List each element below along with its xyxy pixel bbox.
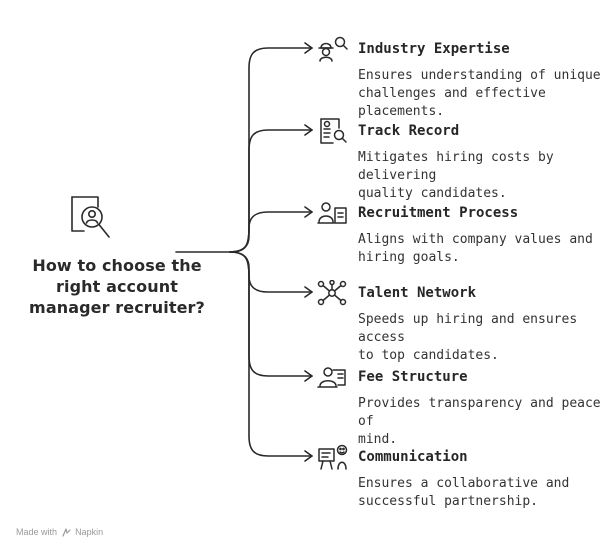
branch-description: Speeds up hiring and ensures access to t…: [358, 312, 578, 363]
connector-recruitment-process: [229, 211, 313, 253]
branch-title: Recruitment Process: [358, 205, 519, 221]
made-with-footer: Made with Napkin: [16, 527, 103, 538]
connector-communication: [229, 251, 313, 457]
branch-title: Track Record: [358, 123, 460, 139]
branch-communication: Communication Ensures a collaborative an…: [316, 444, 600, 514]
branch-description: Mitigates hiring costs by delivering qua…: [358, 150, 554, 201]
worker-search-icon: [318, 36, 348, 62]
chat-board-icon: [318, 444, 348, 470]
person-document-icon: [317, 202, 347, 224]
branch-industry-expertise: Industry Expertise Ensures understanding…: [316, 36, 600, 119]
branch-title: Fee Structure: [358, 369, 468, 385]
network-nodes-icon: [317, 280, 347, 306]
branch-title: Communication: [358, 449, 468, 465]
arrowhead-5: [304, 370, 313, 382]
branch-description: Ensures a collaborative and successful p…: [358, 476, 570, 509]
footer-brand: Napkin: [75, 527, 104, 537]
connector-talent-network: [229, 251, 313, 293]
branch-description: Ensures understanding of unique challeng…: [358, 68, 600, 119]
footer-prefix: Made with: [16, 527, 58, 537]
branch-recruitment-process: Recruitment Process Aligns with company …: [316, 200, 600, 270]
branch-description: Aligns with company values and hiring go…: [358, 232, 593, 265]
arrowhead-1: [304, 42, 313, 54]
connector-track-record: [229, 129, 313, 253]
recruiter-magnifier-icon: [71, 196, 110, 238]
napkin-logo-icon: [61, 528, 71, 537]
branch-title: Industry Expertise: [358, 41, 510, 57]
arrowhead-2: [304, 124, 313, 136]
branch-talent-network: Talent Network Speeds up hiring and ensu…: [316, 280, 600, 363]
branch-title: Talent Network: [358, 285, 477, 301]
branch-fee-structure: Fee Structure Provides transparency and …: [316, 364, 600, 447]
arrowhead-6: [304, 450, 313, 462]
fee-receipt-icon: [317, 367, 346, 388]
branch-description: Provides transparency and peace of mind.: [358, 396, 600, 447]
arrowhead-3: [304, 206, 313, 218]
resume-search-icon: [320, 118, 347, 144]
branch-track-record: Track Record Mitigates hiring costs by d…: [316, 118, 600, 201]
arrowhead-4: [304, 286, 313, 298]
connector-fee-structure: [229, 251, 313, 377]
central-question: How to choose the right account manager …: [29, 256, 205, 317]
connector-industry-expertise: [229, 47, 313, 253]
